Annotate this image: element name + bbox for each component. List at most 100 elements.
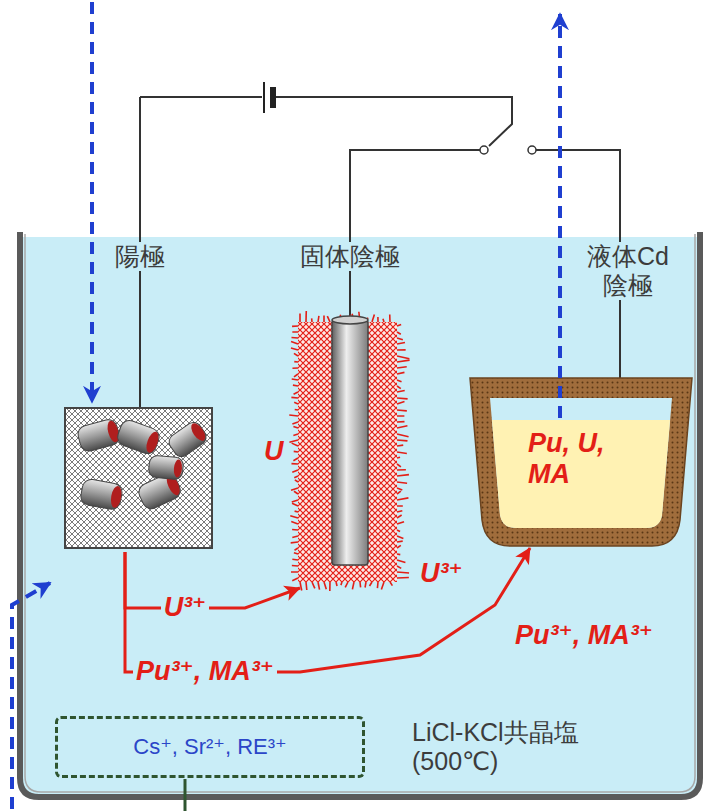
deposit-spike xyxy=(292,578,298,581)
deposit-spike xyxy=(292,379,298,380)
ion-transfer-arrow xyxy=(125,548,530,672)
switch-contact xyxy=(528,146,536,154)
crucible xyxy=(470,378,692,546)
deposit-spike xyxy=(397,397,408,400)
deposit-spike xyxy=(291,488,298,490)
deposit-spike xyxy=(377,317,379,322)
deposit-spike xyxy=(397,491,401,494)
return-arrow xyxy=(12,583,50,809)
deposit-spike xyxy=(329,582,331,591)
deposit-spike xyxy=(383,319,384,322)
deposit-spike xyxy=(291,571,298,573)
deposit-spike xyxy=(293,384,298,386)
drain-line xyxy=(184,779,187,811)
deposit-spike xyxy=(294,361,298,363)
material-flow xyxy=(12,2,560,809)
deposit-spike xyxy=(397,409,407,411)
deposit-spike xyxy=(397,577,409,579)
deposit-spike xyxy=(397,426,407,428)
deposit-spike xyxy=(397,560,405,562)
deposit-spike xyxy=(397,505,403,507)
deposit-spike xyxy=(372,314,374,322)
deposit-spike xyxy=(397,522,404,524)
deposit-spike xyxy=(294,392,298,394)
electrode-label: 固体陰極 xyxy=(297,242,403,271)
deposit-spike xyxy=(397,356,409,359)
deposit-spike xyxy=(397,469,406,471)
deposit-spike xyxy=(317,316,320,322)
deposit-spike xyxy=(397,536,403,539)
deposit-spike xyxy=(364,582,367,588)
electrode-label: 陽極 xyxy=(112,242,168,271)
deposit-spike xyxy=(291,341,298,344)
deposit-spike xyxy=(294,476,298,478)
deposit-spike xyxy=(397,332,401,334)
deposit-spike xyxy=(397,515,402,518)
electrode-label: 液体Cd 陰極 xyxy=(584,242,672,300)
deposit-spike xyxy=(352,582,354,589)
deposit-spike xyxy=(291,541,298,543)
deposit-spike xyxy=(291,348,298,350)
liquid-cd-cathode: 液体Cd 陰極Pu, U, MA xyxy=(470,240,692,548)
deposit-spike xyxy=(292,503,298,506)
deposit-spike xyxy=(397,324,401,326)
deposit-spike xyxy=(397,367,407,368)
deposit-spike xyxy=(294,353,298,356)
deposit-spike xyxy=(397,482,407,483)
deposit-spike xyxy=(292,443,298,446)
deposit-spike xyxy=(311,318,313,322)
deposit-spike xyxy=(291,522,298,524)
cathode-rod xyxy=(332,320,368,565)
deposit-spike xyxy=(295,548,298,550)
wire xyxy=(140,96,262,98)
deposit-spike xyxy=(295,510,298,512)
deposit-spike xyxy=(397,372,404,374)
ion-label: U³⁺ xyxy=(420,558,463,589)
fission-product-box: Cs⁺, Sr²⁺, RE³⁺ xyxy=(55,716,365,778)
deposit-spike xyxy=(397,498,408,500)
deposit-spike xyxy=(299,313,301,322)
deposit-spike xyxy=(397,390,405,392)
deposit-spike xyxy=(397,360,410,362)
deposit-spike xyxy=(293,458,298,461)
deposit-spike xyxy=(292,558,298,560)
deposit-spike xyxy=(397,530,400,532)
deposit-spike xyxy=(397,566,401,568)
battery-plate xyxy=(263,82,265,113)
pellet xyxy=(76,418,121,453)
deposit-spike xyxy=(292,529,298,531)
anode-basket: 陽極 xyxy=(62,240,216,552)
deposit-spike xyxy=(397,572,409,573)
ion-transfer-arrow xyxy=(125,552,300,608)
deposit-spike xyxy=(295,480,298,482)
switch-contact xyxy=(480,146,488,154)
deposit-spike xyxy=(305,311,307,322)
crucible-inner xyxy=(490,398,672,528)
deposit-spike xyxy=(292,500,298,502)
deposit-spike xyxy=(289,415,298,416)
deposit-spike xyxy=(397,456,400,458)
deposit-spike xyxy=(397,415,404,417)
molten-salt xyxy=(22,237,698,795)
liquid-cadmium xyxy=(492,420,670,528)
vessel-wall xyxy=(20,232,700,797)
deposit-spike xyxy=(292,422,298,424)
deposit-spike xyxy=(377,582,379,588)
vessel-inner-line xyxy=(25,234,695,792)
deposit-spike xyxy=(397,439,407,441)
pellet xyxy=(148,455,184,480)
pellet xyxy=(79,478,123,511)
edge-label: Pu³⁺, MA³⁺ xyxy=(133,656,277,687)
deposit-spike xyxy=(291,337,298,339)
deposit-spike xyxy=(389,315,391,322)
deposit-spike xyxy=(295,409,298,411)
wire xyxy=(276,97,512,146)
deposit-spike xyxy=(292,536,298,537)
deposit-spike xyxy=(397,421,405,423)
deposit-spike xyxy=(293,434,298,436)
solid-cathode: 固体陰極U xyxy=(262,240,410,588)
uranium-deposit-spikes xyxy=(289,311,409,591)
deposit-spike xyxy=(397,380,402,382)
salt-bath: 陽極固体陰極U液体Cd 陰極Pu, U, MACs⁺, Sr²⁺, RE³⁺Li… xyxy=(22,238,698,793)
deposit-spike xyxy=(291,463,298,465)
